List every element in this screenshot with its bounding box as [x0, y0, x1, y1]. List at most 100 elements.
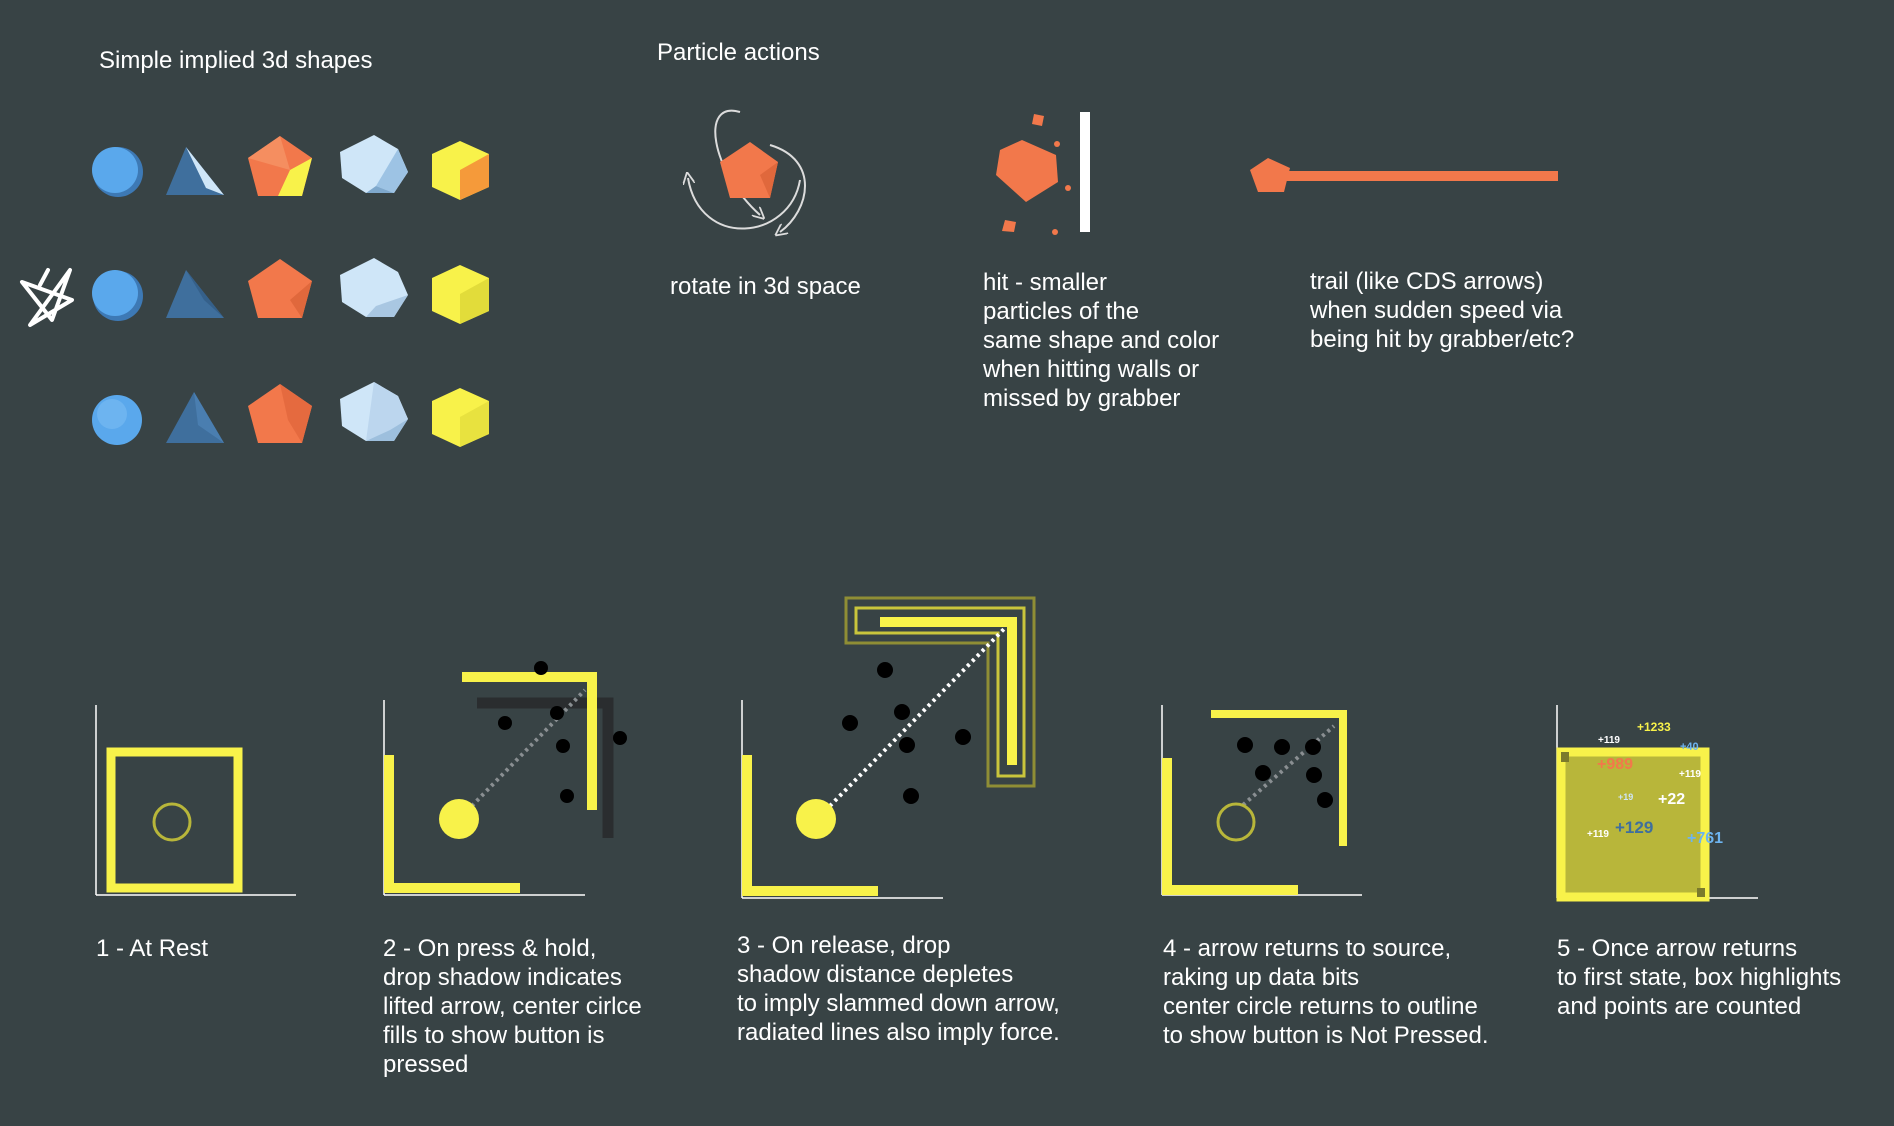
- caption-rotate: rotate in 3d space: [670, 272, 861, 301]
- step-1-illustration: [95, 705, 296, 896]
- sphere-icon: [92, 147, 143, 197]
- slammed-arrow: [880, 617, 1017, 765]
- corner-bracket: [742, 755, 878, 896]
- pentagon-icon: [1250, 158, 1290, 192]
- caption-line: lifted arrow, center cirlce: [383, 993, 642, 1020]
- caption-line: to first state, box highlights: [1557, 964, 1842, 991]
- data-bits: [1237, 737, 1333, 808]
- caption-line: 3 - On release, drop: [737, 932, 951, 959]
- caption-trail: trail (like CDS arrows) when sudden spee…: [1310, 267, 1574, 354]
- caption-step-2: 2 - On press & hold, drop shadow indicat…: [383, 934, 642, 1079]
- radiated-lines: [854, 606, 1026, 778]
- caption-step-1: 1 - At Rest: [96, 934, 208, 963]
- center-button-filled[interactable]: [796, 799, 836, 839]
- data-bits: [498, 661, 627, 803]
- point-label: +22: [1658, 791, 1685, 808]
- hit-illustration: [996, 112, 1090, 235]
- tetrahedron-icon: [166, 270, 224, 318]
- caption-hit: hit - smaller particles of the same shap…: [983, 268, 1219, 413]
- corner-bracket: [384, 755, 520, 893]
- caption-line: and points are counted: [1557, 993, 1802, 1020]
- caption-line: particles of the: [983, 298, 1140, 325]
- particle-fragment: [1054, 141, 1060, 147]
- data-bits: [842, 662, 971, 804]
- caption-line: drop shadow indicates: [383, 964, 622, 991]
- point-labels: +1233 +119 +40 +989 +119 +22 +129 +119 +…: [1587, 720, 1723, 847]
- caption-line: hit - smaller: [983, 269, 1108, 296]
- particle-fragment: [1002, 220, 1016, 232]
- step-3-illustration: [741, 596, 1036, 899]
- cube-icon: [432, 265, 489, 324]
- box-corner-shadow: [1561, 752, 1569, 762]
- point-label: +119: [1679, 769, 1701, 780]
- center-button-outline[interactable]: [152, 802, 192, 842]
- caption-line: center circle returns to outline: [1163, 993, 1478, 1020]
- point-label: +129: [1615, 818, 1653, 837]
- caption-line: pressed: [383, 1051, 469, 1078]
- particle-fragment: [1065, 185, 1071, 191]
- pentagon-icon: [248, 384, 312, 443]
- step-2-illustration: [383, 661, 627, 896]
- hexagon-icon: [340, 135, 408, 193]
- highlighted-box: [1556, 747, 1710, 902]
- point-label: +989: [1597, 756, 1633, 773]
- pentagon-icon: [248, 259, 312, 318]
- star-doodle-icon: [20, 268, 74, 327]
- caption-line: raking up data bits: [1163, 964, 1360, 991]
- caption-line: rotate in 3d space: [670, 273, 861, 300]
- caption-line: radiated lines also imply force.: [737, 1019, 1060, 1046]
- box-corner-shadow: [1697, 888, 1705, 897]
- sphere-icon: [92, 395, 142, 445]
- pentagon-icon: [248, 136, 312, 196]
- caption-line: trail (like CDS arrows): [1310, 268, 1544, 295]
- caption-step-3: 3 - On release, drop shadow distance dep…: [737, 931, 1060, 1047]
- hexagon-icon: [340, 382, 408, 441]
- arrow-path: [460, 688, 587, 818]
- trail-line: [1272, 171, 1558, 181]
- heading-particles: Particle actions: [657, 39, 820, 66]
- caption-line: missed by grabber: [983, 385, 1181, 412]
- caption-line: 4 - arrow returns to source,: [1163, 935, 1452, 962]
- shapes-grid: [20, 135, 489, 447]
- point-label: +40: [1680, 741, 1699, 753]
- caption-line: shadow distance depletes: [737, 961, 1014, 988]
- caption-step-5: 5 - Once arrow returns to first state, b…: [1557, 934, 1841, 1021]
- caption-line: being hit by grabber/etc?: [1310, 326, 1575, 353]
- caption-line: same shape and color: [983, 327, 1220, 354]
- step-4-illustration: [1161, 705, 1362, 896]
- cube-icon: [432, 141, 489, 200]
- hexagon-icon: [340, 258, 408, 317]
- caption-step-4: 4 - arrow returns to source, raking up d…: [1163, 934, 1489, 1050]
- corner-bracket: [1162, 758, 1298, 895]
- tetrahedron-icon: [166, 147, 224, 195]
- particle-fragment: [1032, 114, 1044, 126]
- tetrahedron-icon: [166, 392, 224, 443]
- caption-line: when hitting walls or: [983, 356, 1200, 383]
- sphere-icon: [92, 270, 143, 321]
- particle-fragment: [1052, 229, 1058, 235]
- rotate-illustration: [688, 109, 806, 232]
- arrow-path: [818, 626, 1007, 818]
- caption-line: 5 - Once arrow returns: [1557, 935, 1798, 962]
- point-label: +761: [1687, 830, 1723, 847]
- pentagon-icon: [996, 140, 1058, 202]
- lifted-arrow: [462, 672, 597, 810]
- arrow-path: [1241, 724, 1336, 807]
- caption-line: 2 - On press & hold,: [383, 935, 597, 962]
- caption-line: fills to show button is: [383, 1022, 605, 1049]
- pentagon-icon: [720, 142, 778, 198]
- returning-arrow: [1211, 710, 1347, 846]
- step-5-illustration: +1233 +119 +40 +989 +119 +22 +129 +119 +…: [1556, 705, 1758, 902]
- center-button-filled[interactable]: [439, 799, 479, 839]
- point-label: +119: [1598, 735, 1620, 746]
- wall: [1080, 112, 1090, 232]
- caption-line: to imply slammed down arrow,: [737, 990, 1060, 1017]
- center-button-outline[interactable]: [1216, 802, 1256, 842]
- caption-line: 1 - At Rest: [96, 935, 209, 962]
- caption-line: to show button is Not Pressed.: [1163, 1022, 1489, 1049]
- point-label: +19: [1618, 792, 1633, 802]
- caption-line: when sudden speed via: [1310, 297, 1563, 324]
- trail-illustration: [1250, 158, 1558, 192]
- arrow-drop-shadow: [477, 697, 614, 838]
